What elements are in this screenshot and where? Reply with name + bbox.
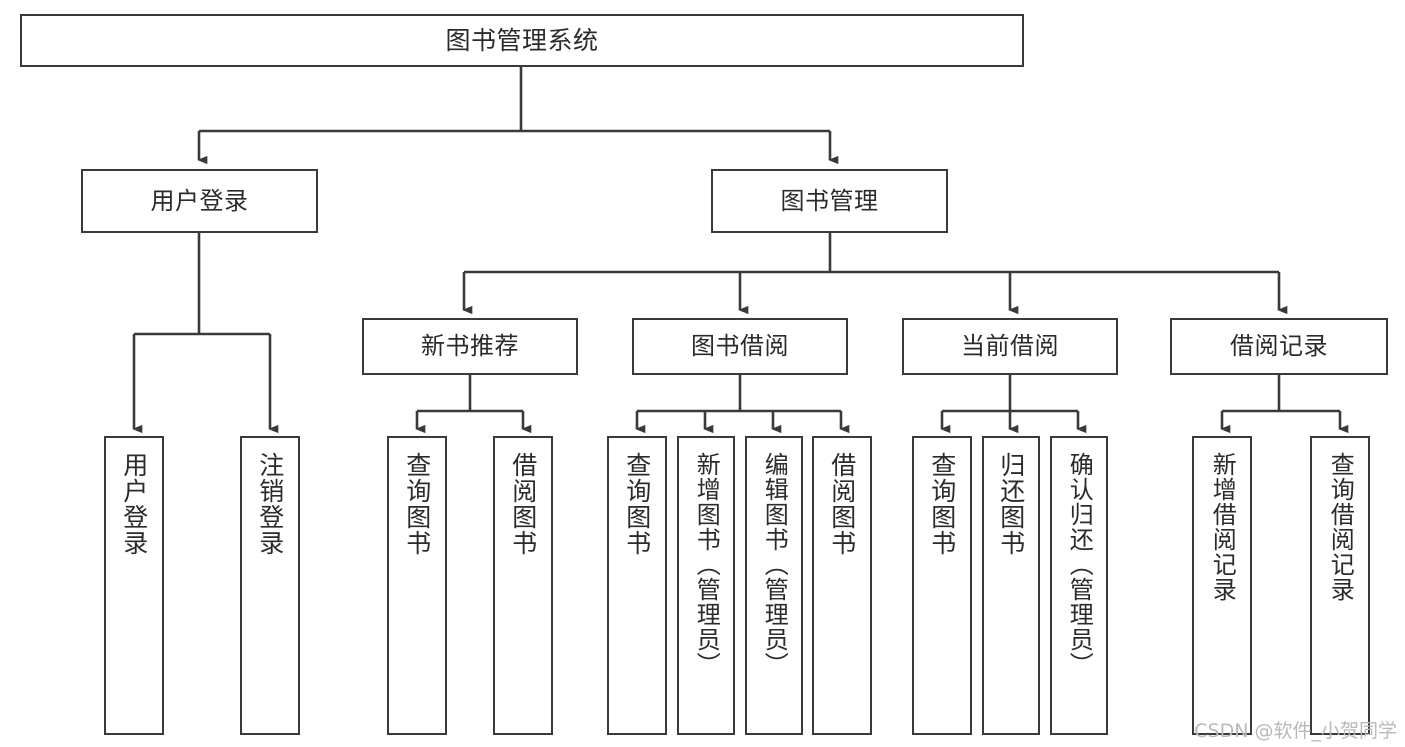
node-label: 编辑图书（管理员） <box>760 452 789 677</box>
node-label: 图书管理 <box>780 186 879 215</box>
node-label: 图书借阅 <box>691 332 789 361</box>
node-leaf-confirm-return-admin[interactable]: 确认归还（管理员） <box>1050 436 1108 735</box>
node-label: 借阅图书 <box>827 452 857 556</box>
node-label: 图书管理系统 <box>445 25 599 55</box>
node-label: 新增图书（管理员） <box>692 452 721 677</box>
node-label: 新书推荐 <box>421 332 519 361</box>
node-label: 查询图书 <box>622 452 652 556</box>
node-leaf-return-book[interactable]: 归还图书 <box>982 436 1040 735</box>
node-label: 借阅图书 <box>508 452 538 556</box>
csdn-watermark: CSDN @软件_小贺同学 <box>1194 720 1397 742</box>
node-label: 查询借阅记录 <box>1326 452 1355 602</box>
node-leaf-borrow-book-1[interactable]: 借阅图书 <box>493 436 553 735</box>
node-label: 查询图书 <box>927 452 957 556</box>
node-label: 用户登录 <box>119 452 149 556</box>
node-label: 查询图书 <box>402 452 432 556</box>
node-book-management[interactable]: 图书管理 <box>711 169 948 233</box>
node-label: 用户登录 <box>150 186 249 215</box>
node-leaf-query-book-2[interactable]: 查询图书 <box>607 436 667 735</box>
node-borrow-record[interactable]: 借阅记录 <box>1170 318 1388 375</box>
node-label: 注销登录 <box>255 452 285 556</box>
node-leaf-logout[interactable]: 注销登录 <box>240 436 300 735</box>
node-root-system[interactable]: 图书管理系统 <box>20 14 1024 67</box>
node-user-login[interactable]: 用户登录 <box>81 169 318 233</box>
node-leaf-user-login[interactable]: 用户登录 <box>104 436 164 735</box>
node-label: 归还图书 <box>996 452 1026 556</box>
node-book-borrow[interactable]: 图书借阅 <box>632 318 848 375</box>
node-label: 当前借阅 <box>961 332 1059 361</box>
node-leaf-edit-book-admin[interactable]: 编辑图书（管理员） <box>745 436 803 735</box>
node-new-book-recommend[interactable]: 新书推荐 <box>362 318 578 375</box>
node-leaf-query-book-1[interactable]: 查询图书 <box>387 436 447 735</box>
node-leaf-query-borrow-record[interactable]: 查询借阅记录 <box>1310 436 1370 735</box>
node-leaf-add-book-admin[interactable]: 新增图书（管理员） <box>677 436 735 735</box>
node-label: 确认归还（管理员） <box>1065 452 1094 677</box>
node-label: 借阅记录 <box>1230 332 1328 361</box>
node-leaf-add-borrow-record[interactable]: 新增借阅记录 <box>1192 436 1252 735</box>
node-current-borrow[interactable]: 当前借阅 <box>902 318 1118 375</box>
node-label: 新增借阅记录 <box>1208 452 1237 602</box>
node-leaf-query-book-3[interactable]: 查询图书 <box>912 436 972 735</box>
node-leaf-borrow-book-2[interactable]: 借阅图书 <box>812 436 872 735</box>
